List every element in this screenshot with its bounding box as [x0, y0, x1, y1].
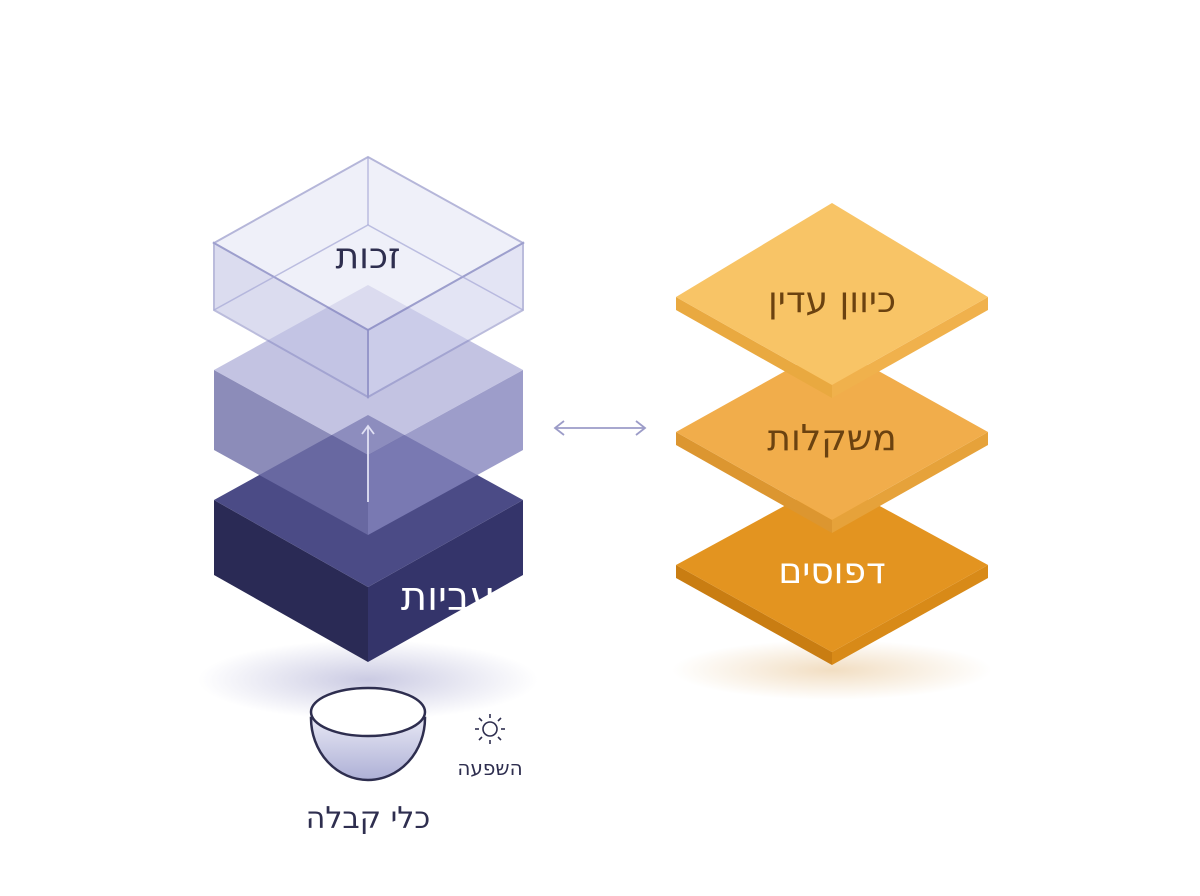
- dfusim-label: דפוסים: [778, 551, 885, 592]
- plate-dfusim: [676, 480, 988, 665]
- zchut-glass-block: [211, 155, 526, 399]
- kivun-adin-label: כיוון עדין: [768, 280, 896, 321]
- plate-shadow: [672, 640, 992, 700]
- zchut-label: זכות: [336, 236, 401, 277]
- influence-label: השפעה: [457, 756, 522, 780]
- plate-mishkalot: [676, 345, 988, 533]
- stack-shadow: [198, 640, 538, 720]
- abiut-label: עביות: [401, 574, 495, 620]
- plate-kivun-adin: [676, 203, 988, 398]
- vessel-label: כלי קבלה: [306, 801, 430, 836]
- up-arrow: [361, 424, 375, 502]
- bowl-icon: [309, 686, 427, 782]
- mishkalot-label: משקלות: [767, 418, 896, 459]
- double-arrow-icon: [553, 420, 647, 436]
- sun-icon: [475, 714, 505, 744]
